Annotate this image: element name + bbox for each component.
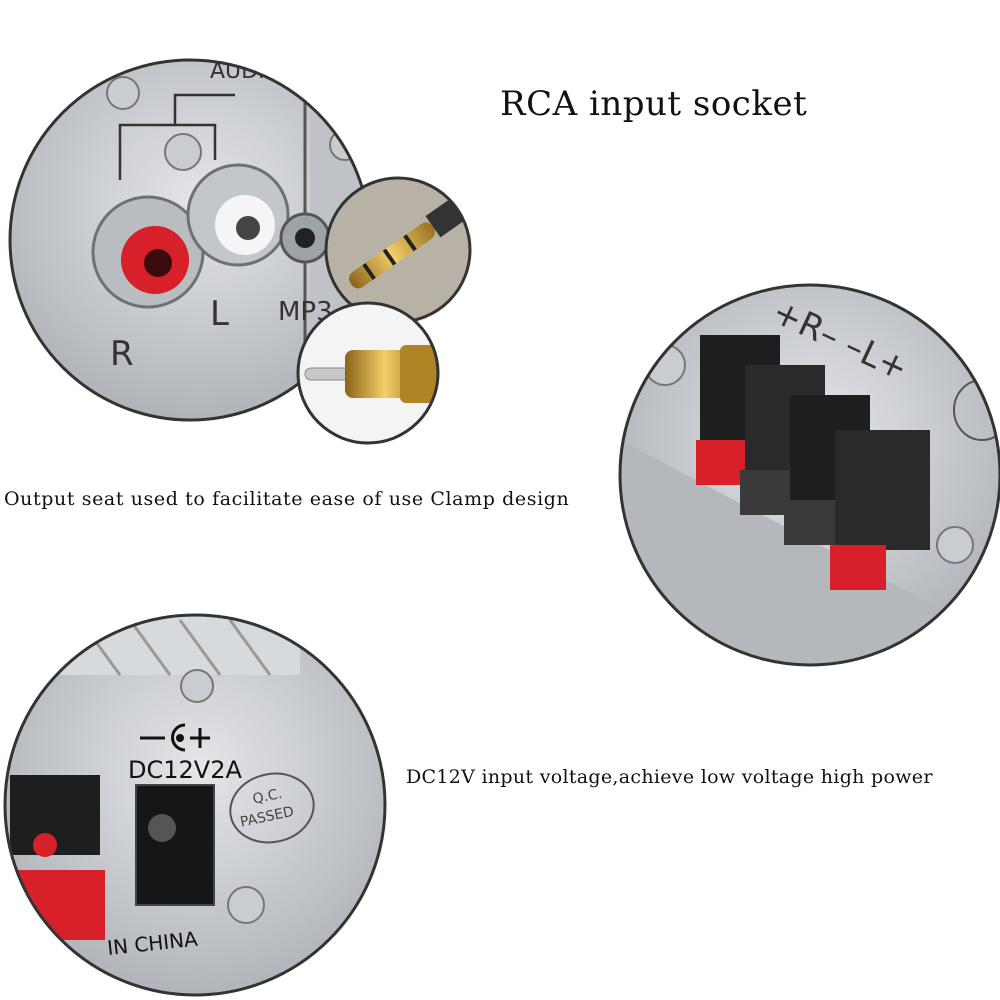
- label-dc-rating: DC12V2A: [128, 756, 242, 784]
- qc-sticker-icon: [229, 772, 315, 844]
- terminal-black-2-icon: [784, 395, 870, 545]
- rca-plug-icon: [304, 345, 438, 403]
- screw-icon: [106, 76, 140, 110]
- rca-jack-right-icon: [91, 195, 205, 309]
- speaker-terminal-photo: +R– –L+: [618, 283, 1000, 667]
- mp3-jack-icon: [279, 212, 331, 264]
- label-r: R: [110, 334, 134, 374]
- rca-plug-inset: [296, 301, 440, 445]
- screw-icon: [180, 669, 214, 703]
- dc-jack-icon: [135, 784, 215, 906]
- caption-output-seat: Output seat used to facilitate ease of u…: [4, 488, 570, 510]
- label-l: L: [210, 294, 229, 334]
- terminal-red-2-icon: [830, 430, 930, 590]
- screw-icon: [936, 526, 974, 564]
- dc-input-photo: DC12V2A Q.C. PASSED IN CHINA: [3, 613, 387, 997]
- audio-plug-inset: [324, 176, 472, 324]
- screw-icon: [227, 886, 265, 924]
- caption-dc-input: DC12V input voltage,achieve low voltage …: [406, 766, 933, 788]
- caption-rca-input: RCA input socket: [500, 84, 808, 124]
- dc-polarity-icon: [140, 723, 210, 752]
- rca-jack-left-icon: [186, 163, 290, 267]
- qc-label-line1: Q.C.: [251, 786, 283, 808]
- screw-icon: [164, 133, 202, 171]
